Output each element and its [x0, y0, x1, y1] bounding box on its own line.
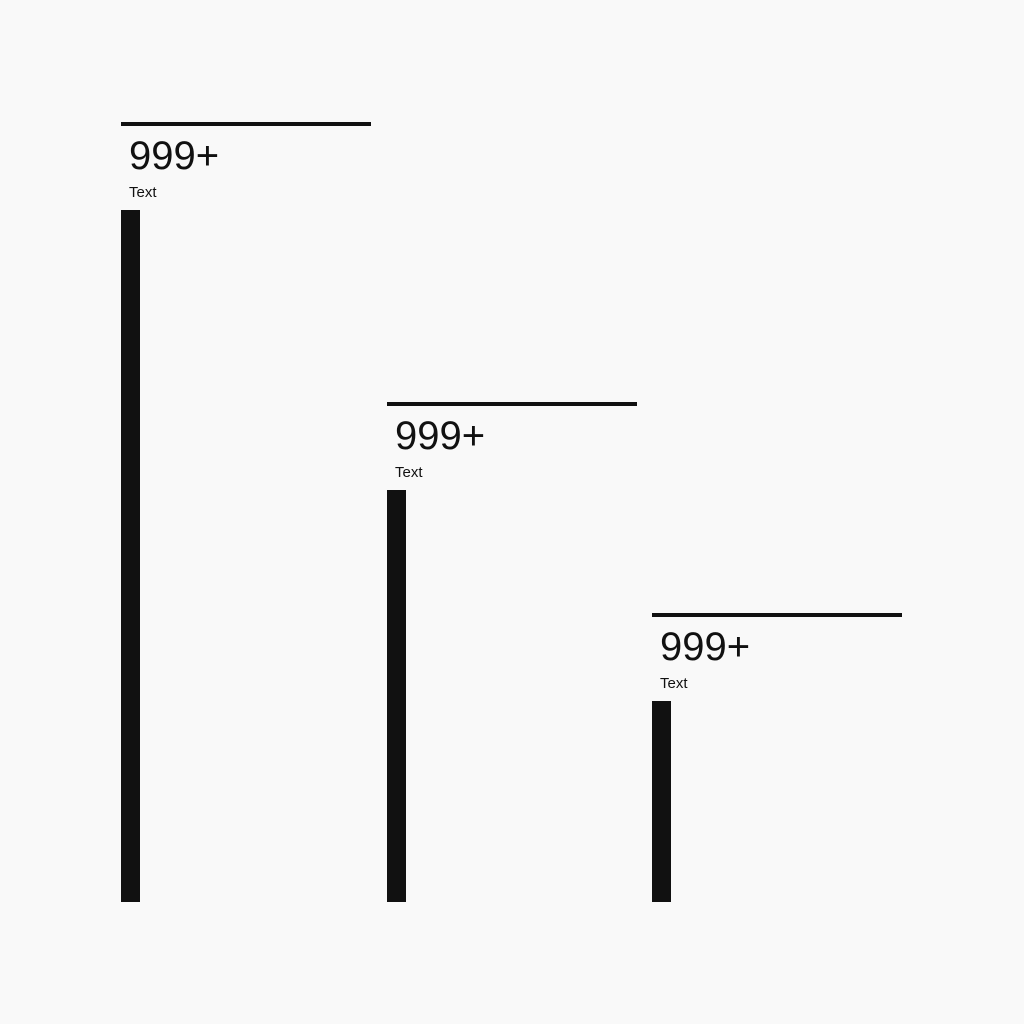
bar-1	[121, 210, 140, 902]
bar-2-value-label: 999+	[395, 414, 486, 458]
bar-3-value-label: 999+	[660, 625, 751, 669]
bar-3-top-rule	[652, 613, 902, 617]
bar-3	[652, 701, 671, 902]
bar-2-category-label: Text	[395, 464, 423, 481]
bar-3-category-label: Text	[660, 675, 688, 692]
bar-2	[387, 490, 406, 902]
bar-1-top-rule	[121, 122, 371, 126]
bar-2-top-rule	[387, 402, 637, 406]
bar-1-category-label: Text	[129, 184, 157, 201]
bar-1-value-label: 999+	[129, 134, 220, 178]
